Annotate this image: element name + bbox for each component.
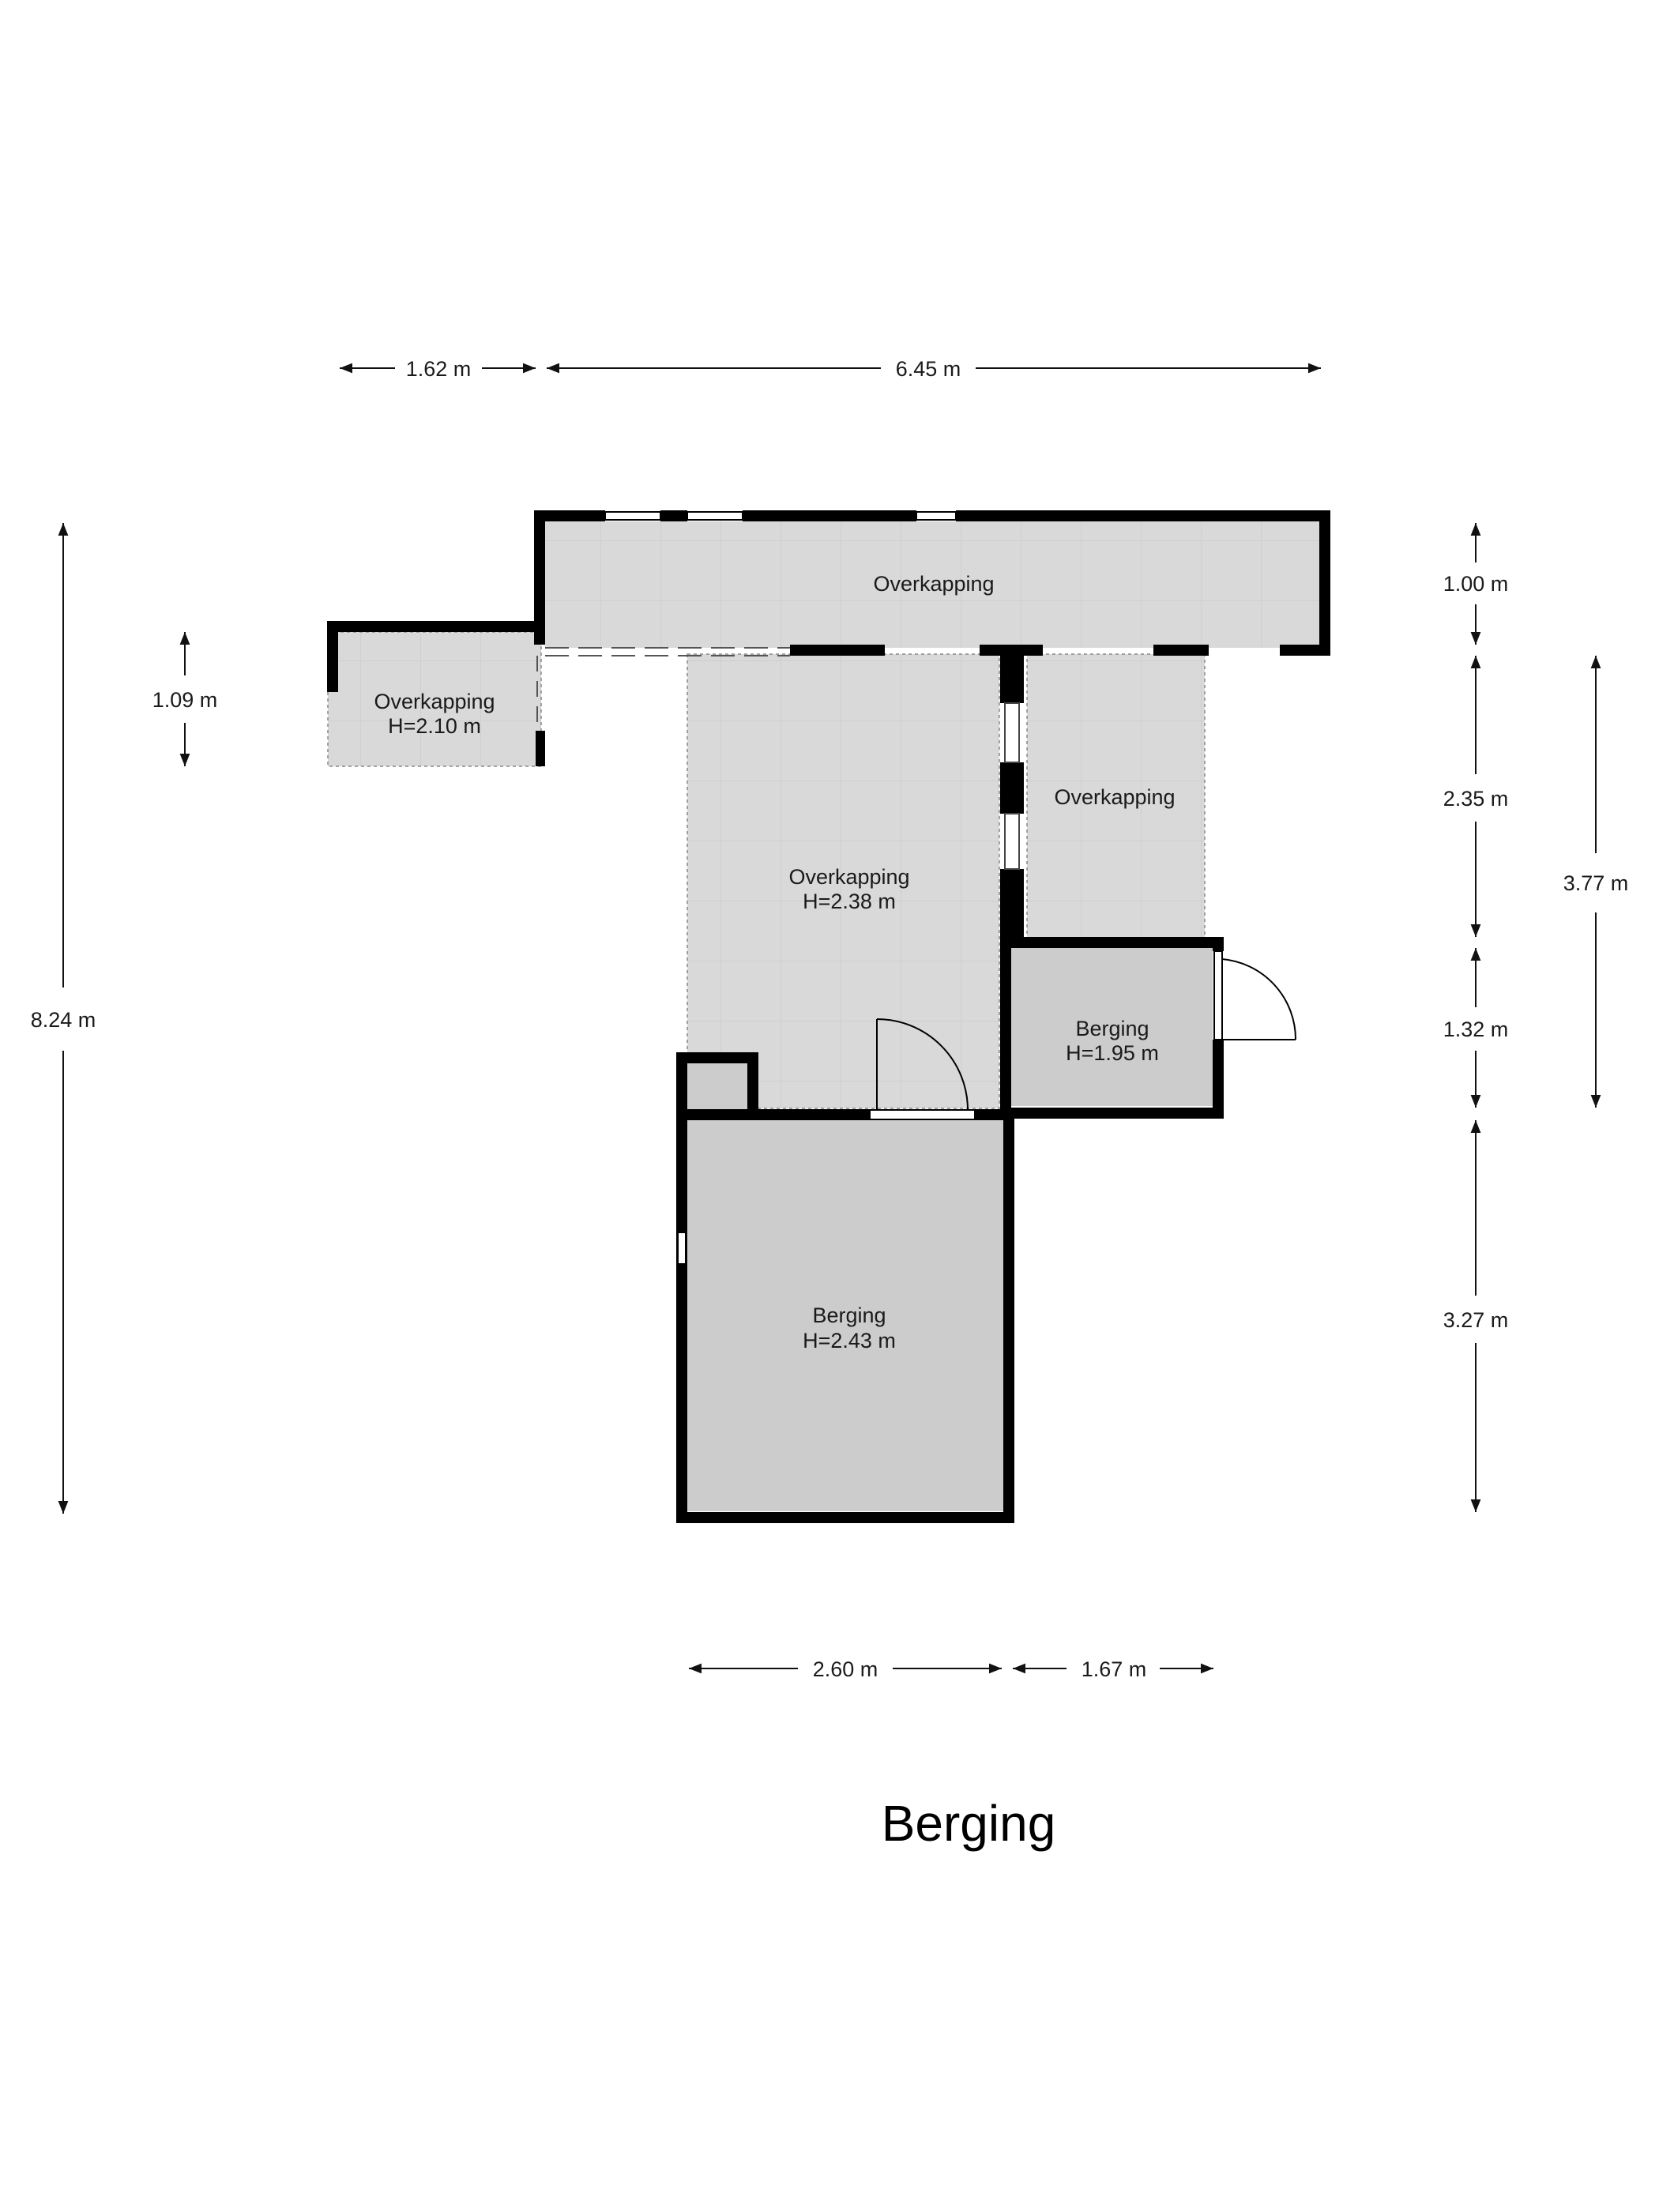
room-labels: Overkapping Overkapping H=2.10 m Overkap…	[374, 572, 1175, 1352]
dim-left-total: 8.24 m	[31, 523, 96, 1514]
room-berging-small-name: Berging	[1075, 1017, 1149, 1040]
room-overkapping-right-name: Overkapping	[1054, 785, 1175, 809]
window-top-2	[687, 511, 743, 521]
window-top-3	[916, 511, 957, 521]
window-berging-large	[677, 1232, 687, 1265]
window-partition-1	[1004, 702, 1020, 763]
room-berging-small-height: H=1.95 m	[1066, 1041, 1159, 1065]
floor-overkapping-top	[545, 521, 1327, 648]
door-berging-small	[1213, 950, 1297, 1040]
room-berging-large-name: Berging	[812, 1304, 886, 1327]
svg-text:2.35 m: 2.35 m	[1443, 787, 1509, 811]
svg-text:8.24 m: 8.24 m	[31, 1008, 96, 1032]
dim-right-1: 1.00 m	[1443, 523, 1509, 645]
svg-text:1.67 m: 1.67 m	[1082, 1657, 1147, 1681]
dim-bottom-right: 1.67 m	[1013, 1657, 1213, 1681]
svg-text:1.32 m: 1.32 m	[1443, 1018, 1509, 1041]
dim-left-small: 1.09 m	[152, 632, 218, 766]
plan-title: Berging	[882, 1795, 1056, 1852]
window-partition-2	[1004, 813, 1020, 870]
svg-text:1.09 m: 1.09 m	[152, 688, 218, 712]
room-berging-large-height: H=2.43 m	[803, 1329, 896, 1352]
room-overkapping-top-name: Overkapping	[873, 572, 994, 596]
dim-right-outer: 3.77 m	[1563, 656, 1629, 1108]
svg-text:1.00 m: 1.00 m	[1443, 572, 1509, 596]
room-overkapping-center-name: Overkapping	[788, 865, 909, 889]
dim-right-2: 2.35 m	[1443, 656, 1509, 937]
window-top-1	[604, 511, 661, 521]
room-overkapping-left-height: H=2.10 m	[388, 714, 481, 738]
floor-berging-large	[687, 1120, 1003, 1511]
door-berging-large	[869, 1018, 976, 1120]
room-overkapping-center-height: H=2.38 m	[803, 890, 896, 913]
dimensions: 1.62 m 6.45 m 8.24 m 1.09 m 1.00 m	[31, 357, 1629, 1681]
svg-text:2.60 m: 2.60 m	[813, 1657, 878, 1681]
dim-right-3: 1.32 m	[1443, 948, 1509, 1108]
room-overkapping-left-name: Overkapping	[374, 690, 495, 713]
dim-top-right: 6.45 m	[547, 357, 1321, 381]
svg-text:6.45 m: 6.45 m	[896, 357, 961, 381]
walls	[327, 510, 1330, 1523]
floor-overkapping-center	[687, 653, 1000, 1109]
floors	[327, 521, 1327, 1511]
svg-text:1.62 m: 1.62 m	[406, 357, 472, 381]
svg-text:3.27 m: 3.27 m	[1443, 1308, 1509, 1332]
dim-right-4: 3.27 m	[1443, 1120, 1509, 1512]
dim-top-left: 1.62 m	[340, 357, 536, 381]
dim-bottom-left: 2.60 m	[689, 1657, 1002, 1681]
floor-overkapping-left	[327, 631, 542, 767]
svg-text:3.77 m: 3.77 m	[1563, 871, 1629, 895]
floor-berging-small	[1011, 948, 1213, 1106]
